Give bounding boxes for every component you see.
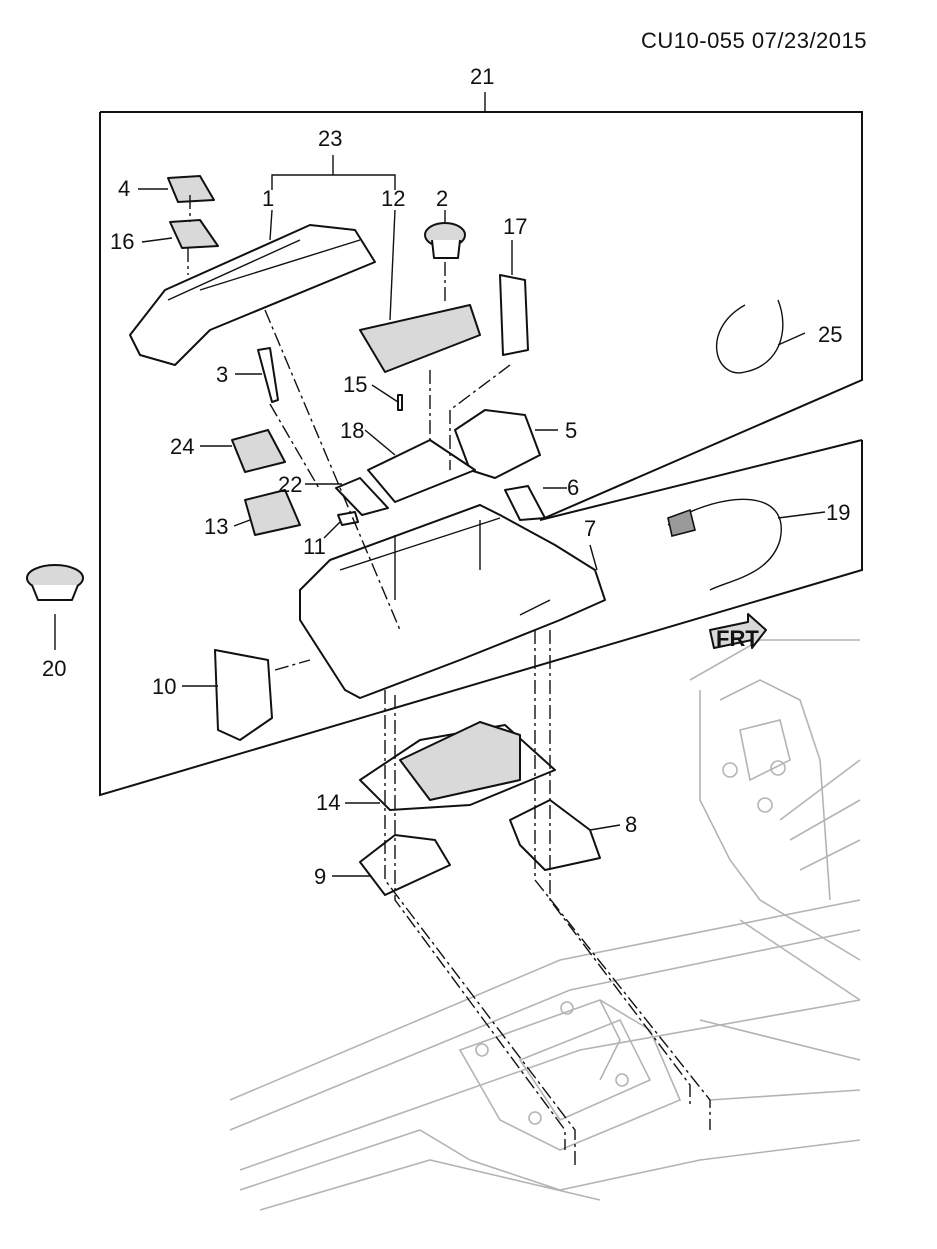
callout-18: 18 xyxy=(340,418,364,443)
callout-16: 16 xyxy=(110,229,134,254)
callout-12: 12 xyxy=(381,186,405,211)
callout-4: 4 xyxy=(118,176,130,201)
part-8-bracket xyxy=(509,799,601,871)
alignment-lines xyxy=(187,195,711,1165)
part-15-screw xyxy=(397,394,403,411)
callout-17: 17 xyxy=(503,214,527,239)
part-6-pad xyxy=(504,485,546,521)
vehicle-floor-outline xyxy=(229,639,861,1211)
part-19-wiring-harness xyxy=(667,498,782,591)
callout-19: 19 xyxy=(826,500,850,525)
callout-25: 25 xyxy=(818,322,842,347)
part-16-pad xyxy=(169,219,219,249)
part-2-cup-holder-body xyxy=(431,239,461,259)
part-7-console-body xyxy=(299,504,606,699)
callout-10: 10 xyxy=(152,674,176,699)
front-indicator-label: FRT xyxy=(716,626,759,651)
callout-24: 24 xyxy=(170,434,194,459)
callout-14: 14 xyxy=(316,790,340,815)
callout-8: 8 xyxy=(625,812,637,837)
part-3-strap xyxy=(257,347,279,403)
callout-15: 15 xyxy=(343,372,367,397)
callout-6: 6 xyxy=(567,475,579,500)
callout-3: 3 xyxy=(216,362,228,387)
callout-leaders xyxy=(54,188,826,877)
callout-20: 20 xyxy=(42,656,66,681)
part-22-mat xyxy=(335,477,389,516)
callout-2: 2 xyxy=(436,186,448,211)
part-14-amplifier xyxy=(399,721,521,801)
callout-21: 21 xyxy=(470,64,494,89)
part-10-plate xyxy=(214,649,273,741)
document-reference: CU10-055 07/23/2015 xyxy=(641,28,867,53)
part-13-module xyxy=(244,489,301,536)
callout-11: 11 xyxy=(303,534,326,559)
callout-1: 1 xyxy=(262,186,274,211)
part-24-module xyxy=(231,429,286,473)
part-25-wiring-harness xyxy=(716,299,784,374)
part-11-connector xyxy=(337,511,359,526)
callout-7: 7 xyxy=(584,516,596,541)
callout-13: 13 xyxy=(204,514,228,539)
part-1-trim-detail xyxy=(167,239,361,301)
callout-numbers: 21 23 4 1 12 2 17 16 25 3 15 5 18 24 22 … xyxy=(42,64,850,889)
callout-9: 9 xyxy=(314,864,326,889)
assembly-frame xyxy=(99,92,863,797)
part-18-mat xyxy=(367,439,476,503)
part-20-cap-body xyxy=(31,584,79,601)
callout-5: 5 xyxy=(565,418,577,443)
front-direction-arrow: FRT xyxy=(709,613,767,651)
part-9-bracket xyxy=(359,834,451,896)
part-4-pad xyxy=(167,175,215,203)
part-1-console-trim xyxy=(129,224,376,366)
part-19-connector xyxy=(667,508,696,537)
part-12-storage-tray xyxy=(359,304,481,373)
callout-22: 22 xyxy=(278,472,302,497)
part-17-panel xyxy=(499,274,529,356)
callout-23-bracket xyxy=(271,155,396,190)
callout-23: 23 xyxy=(318,126,342,151)
part-7-detail xyxy=(339,517,551,616)
